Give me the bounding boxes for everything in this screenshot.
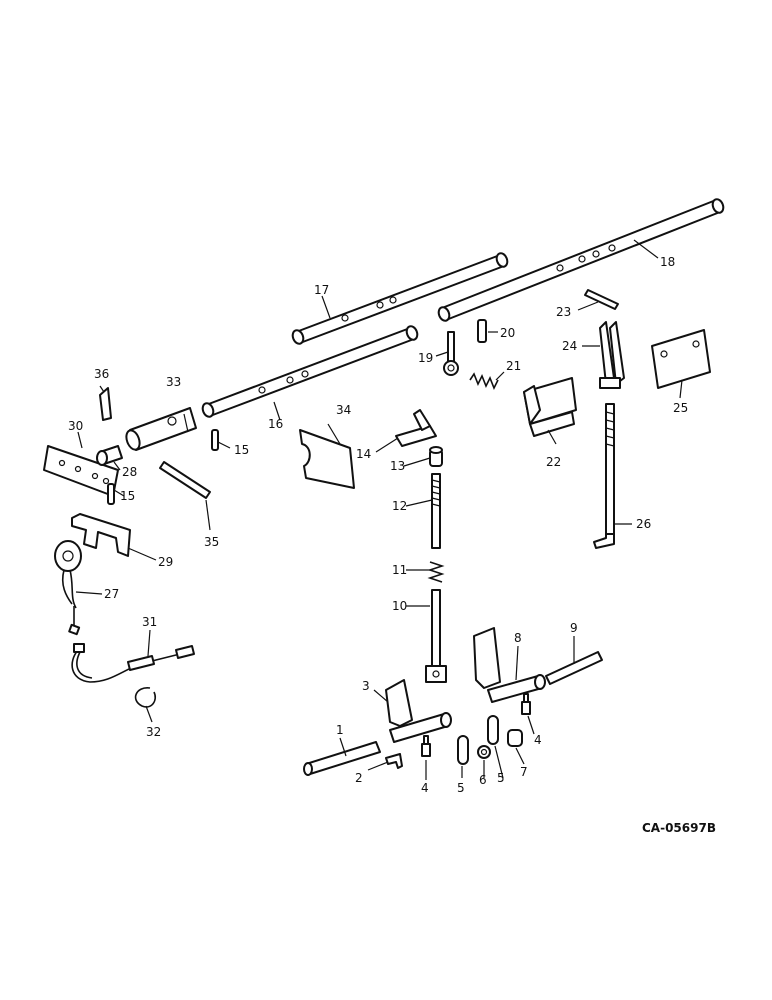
callout-36: 36 (94, 367, 109, 381)
part-32-snap-ring (134, 687, 157, 708)
part-15-pin-upper (211, 429, 219, 451)
callout-27: 27 (104, 587, 119, 601)
callout-19: 19 (418, 351, 433, 365)
part-6-washer (477, 745, 491, 759)
part-34-plate (299, 429, 355, 489)
part-7-bushing (507, 729, 523, 747)
callout-12: 12 (392, 499, 407, 513)
part-20-pin (477, 319, 487, 343)
part-18-shaft (437, 198, 725, 322)
callout-20: 20 (500, 326, 515, 340)
part-8-plate (473, 627, 546, 703)
callout-23: 23 (556, 305, 571, 319)
part-26-rod (593, 403, 615, 549)
part-1-shaft (303, 741, 381, 776)
callout-13: 13 (390, 459, 405, 473)
callout-16: 16 (268, 417, 283, 431)
callout-21: 21 (506, 359, 521, 373)
callout-5: 5 (457, 781, 465, 795)
part-15-pin (107, 483, 115, 505)
part-5-link-right (487, 715, 499, 745)
part-10-rod (425, 589, 447, 683)
callout-30: 30 (68, 419, 83, 433)
callout-4b: 4 (534, 733, 542, 747)
callout-35: 35 (204, 535, 219, 549)
leader-lines (75, 239, 683, 780)
part-33-sleeve (125, 407, 197, 451)
part-12-threaded-rod (431, 473, 441, 549)
callout-28: 28 (122, 465, 137, 479)
callout-9: 9 (570, 621, 578, 635)
callout-15b: 15 (120, 489, 135, 503)
callout-labels: 1 2 3 4 4 5 5 6 7 8 9 10 11 12 13 14 15 … (68, 255, 688, 795)
part-19-eye-bolt (443, 331, 459, 376)
callout-4: 4 (421, 781, 429, 795)
callout-31: 31 (142, 615, 157, 629)
part-22-bracket (523, 377, 577, 437)
callout-29: 29 (158, 555, 173, 569)
part-31-cable (71, 643, 195, 683)
part-29-bracket (71, 513, 131, 557)
part-2-hex-key (385, 753, 403, 769)
callout-22: 22 (546, 455, 561, 469)
part-9-rod (545, 651, 603, 685)
callout-11: 11 (392, 563, 407, 577)
part-24-clevis (599, 321, 625, 389)
part-21-spring (469, 372, 499, 390)
part-23-pin (584, 289, 619, 310)
drawing-code: CA-05697B (642, 821, 716, 835)
callout-5b: 5 (497, 771, 505, 785)
callout-1: 1 (336, 723, 344, 737)
part-4-bolt-right (521, 693, 531, 715)
callout-17: 17 (314, 283, 329, 297)
callout-32: 32 (146, 725, 161, 739)
part-13-cap (429, 446, 443, 467)
callout-14: 14 (356, 447, 371, 461)
callout-34: 34 (336, 403, 351, 417)
callout-33: 33 (166, 375, 181, 389)
part-27-sensor (54, 540, 82, 636)
callout-8: 8 (514, 631, 522, 645)
part-28-bushing (96, 445, 123, 466)
part-11-spring (427, 561, 445, 583)
callout-18: 18 (660, 255, 675, 269)
part-5-link (457, 735, 469, 765)
part-16-shaft (201, 325, 419, 418)
part-4-bolt (421, 735, 431, 757)
callout-24: 24 (562, 339, 577, 353)
part-36-wedge (99, 387, 112, 421)
part-25-bracket (651, 329, 711, 389)
callout-10: 10 (392, 599, 407, 613)
callout-6: 6 (479, 773, 487, 787)
callout-15: 15 (234, 443, 249, 457)
part-3-plate (385, 679, 452, 743)
callout-3: 3 (362, 679, 370, 693)
callout-25: 25 (673, 401, 688, 415)
part-17-shaft (291, 252, 509, 345)
part-14-clip (395, 409, 437, 447)
callout-2: 2 (355, 771, 363, 785)
callout-26: 26 (636, 517, 651, 531)
callout-7: 7 (520, 765, 528, 779)
part-35-rod (159, 461, 211, 499)
